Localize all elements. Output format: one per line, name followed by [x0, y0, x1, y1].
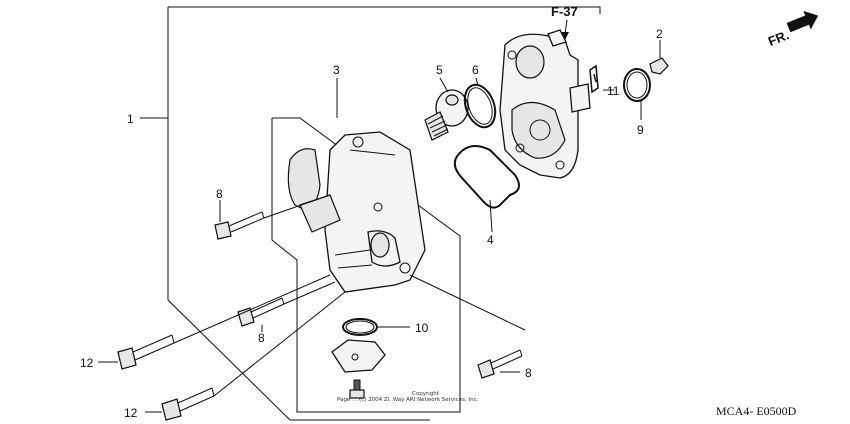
clip-11	[589, 64, 599, 94]
bolt-12-lower	[161, 387, 215, 421]
assembly-boundary	[168, 6, 601, 14]
housing-boundary	[271, 117, 461, 413]
thermostat-housing	[287, 131, 426, 293]
callout-10: 10	[415, 321, 429, 335]
callout-12-lower: 12	[124, 406, 138, 420]
diagram-code: MCA4- E0500D	[716, 404, 797, 418]
callout-2: 2	[656, 27, 663, 41]
callout-9: 9	[637, 123, 644, 137]
small-bolt	[349, 379, 365, 399]
fitting-2	[649, 57, 669, 75]
o-ring-6	[463, 83, 497, 129]
front-direction-label: FR.	[766, 27, 791, 49]
copyright-line-1: Copyright	[412, 391, 440, 397]
callout-4: 4	[487, 233, 494, 247]
callout-1: 1	[127, 112, 134, 126]
bolt-12-upper	[117, 334, 175, 370]
callout-11: 11	[607, 84, 620, 98]
front-direction-arrow	[786, 10, 819, 33]
bolt-8-upper	[214, 211, 265, 240]
callout-8-upper: 8	[216, 187, 223, 201]
o-ring-10	[342, 318, 378, 336]
o-ring-9	[623, 68, 651, 102]
callout-8-lower: 8	[525, 366, 532, 380]
callout-6: 6	[472, 63, 479, 77]
thermostat	[424, 89, 469, 141]
bolt-8-lower	[477, 349, 523, 379]
gasket-4	[453, 145, 520, 209]
reference-label: F-37	[551, 4, 578, 19]
bolt-8-middle	[237, 297, 285, 327]
cover-plate	[331, 339, 386, 373]
callout-5: 5	[436, 63, 443, 77]
water-pump-body	[499, 29, 591, 179]
callout-12-upper: 12	[80, 356, 94, 370]
copyright-line-2: Page ... (c) 2004 Zi, Way ARI Network Se…	[337, 397, 479, 403]
callout-3: 3	[333, 63, 340, 77]
callout-8-middle: 8	[258, 331, 265, 345]
